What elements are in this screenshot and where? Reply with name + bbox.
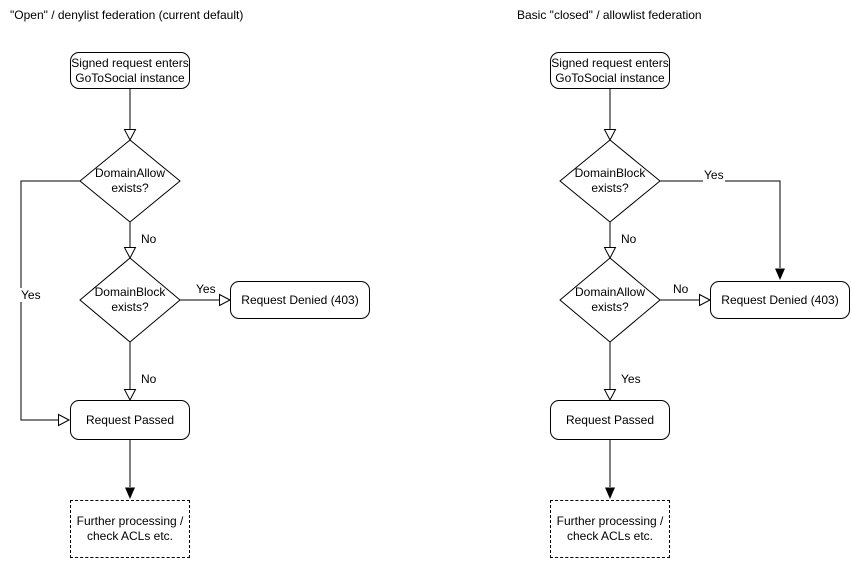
right-further-processing-node: Further processing / check ACLs etc. [550,500,670,558]
left-decision1-no-label: No [140,232,158,246]
arrowhead-open-icon [699,293,712,307]
open-arrowheads [58,129,712,427]
right-flowchart-title: Basic "closed" / allowlist federation [517,8,702,22]
left-further-processing-node: Further processing / check ACLs etc. [70,500,190,558]
left-decision1-diamond [79,139,181,223]
right-decision1-diamond [559,139,661,223]
arrowhead-filled-icon [775,268,785,280]
arrowhead-open-icon [603,389,617,402]
left-denied-node: Request Denied (403) [230,281,370,319]
right-start-node: Signed request enters GoToSocial instanc… [550,52,670,89]
right-denied-node: Request Denied (403) [710,281,850,319]
left-decision2-no-label: No [140,372,158,386]
left-passed-node: Request Passed [70,400,190,440]
right-decision2-no-label: No [672,282,690,296]
arrowhead-open-icon [58,413,71,427]
right-passed-node: Request Passed [550,400,670,440]
right-flowchart-edges [609,88,781,487]
left-decision1-yes-label: Yes [20,288,42,302]
arrowhead-open-icon [123,129,137,142]
right-decision2-diamond [559,257,661,343]
decision-diamonds [79,139,661,343]
left-decision2-diamond [79,257,181,343]
arrowhead-open-icon [123,389,137,402]
arrowhead-filled-icon [125,487,135,499]
right-decision2-yes-label: Yes [620,372,642,386]
arrowhead-filled-icon [605,487,615,499]
arrowhead-open-icon [603,247,617,260]
right-edge-decision1-yes-branch [660,180,781,268]
right-decision1-yes-label: Yes [703,168,725,182]
filled-arrowheads [125,268,785,499]
left-decision2-yes-label: Yes [195,282,217,296]
arrowhead-open-icon [123,247,137,260]
arrowhead-open-icon [603,129,617,142]
left-flowchart-title: "Open" / denylist federation (current de… [10,8,244,22]
right-decision1-no-label: No [620,232,638,246]
left-start-node: Signed request enters GoToSocial instanc… [70,52,190,89]
arrowhead-open-icon [219,293,232,307]
